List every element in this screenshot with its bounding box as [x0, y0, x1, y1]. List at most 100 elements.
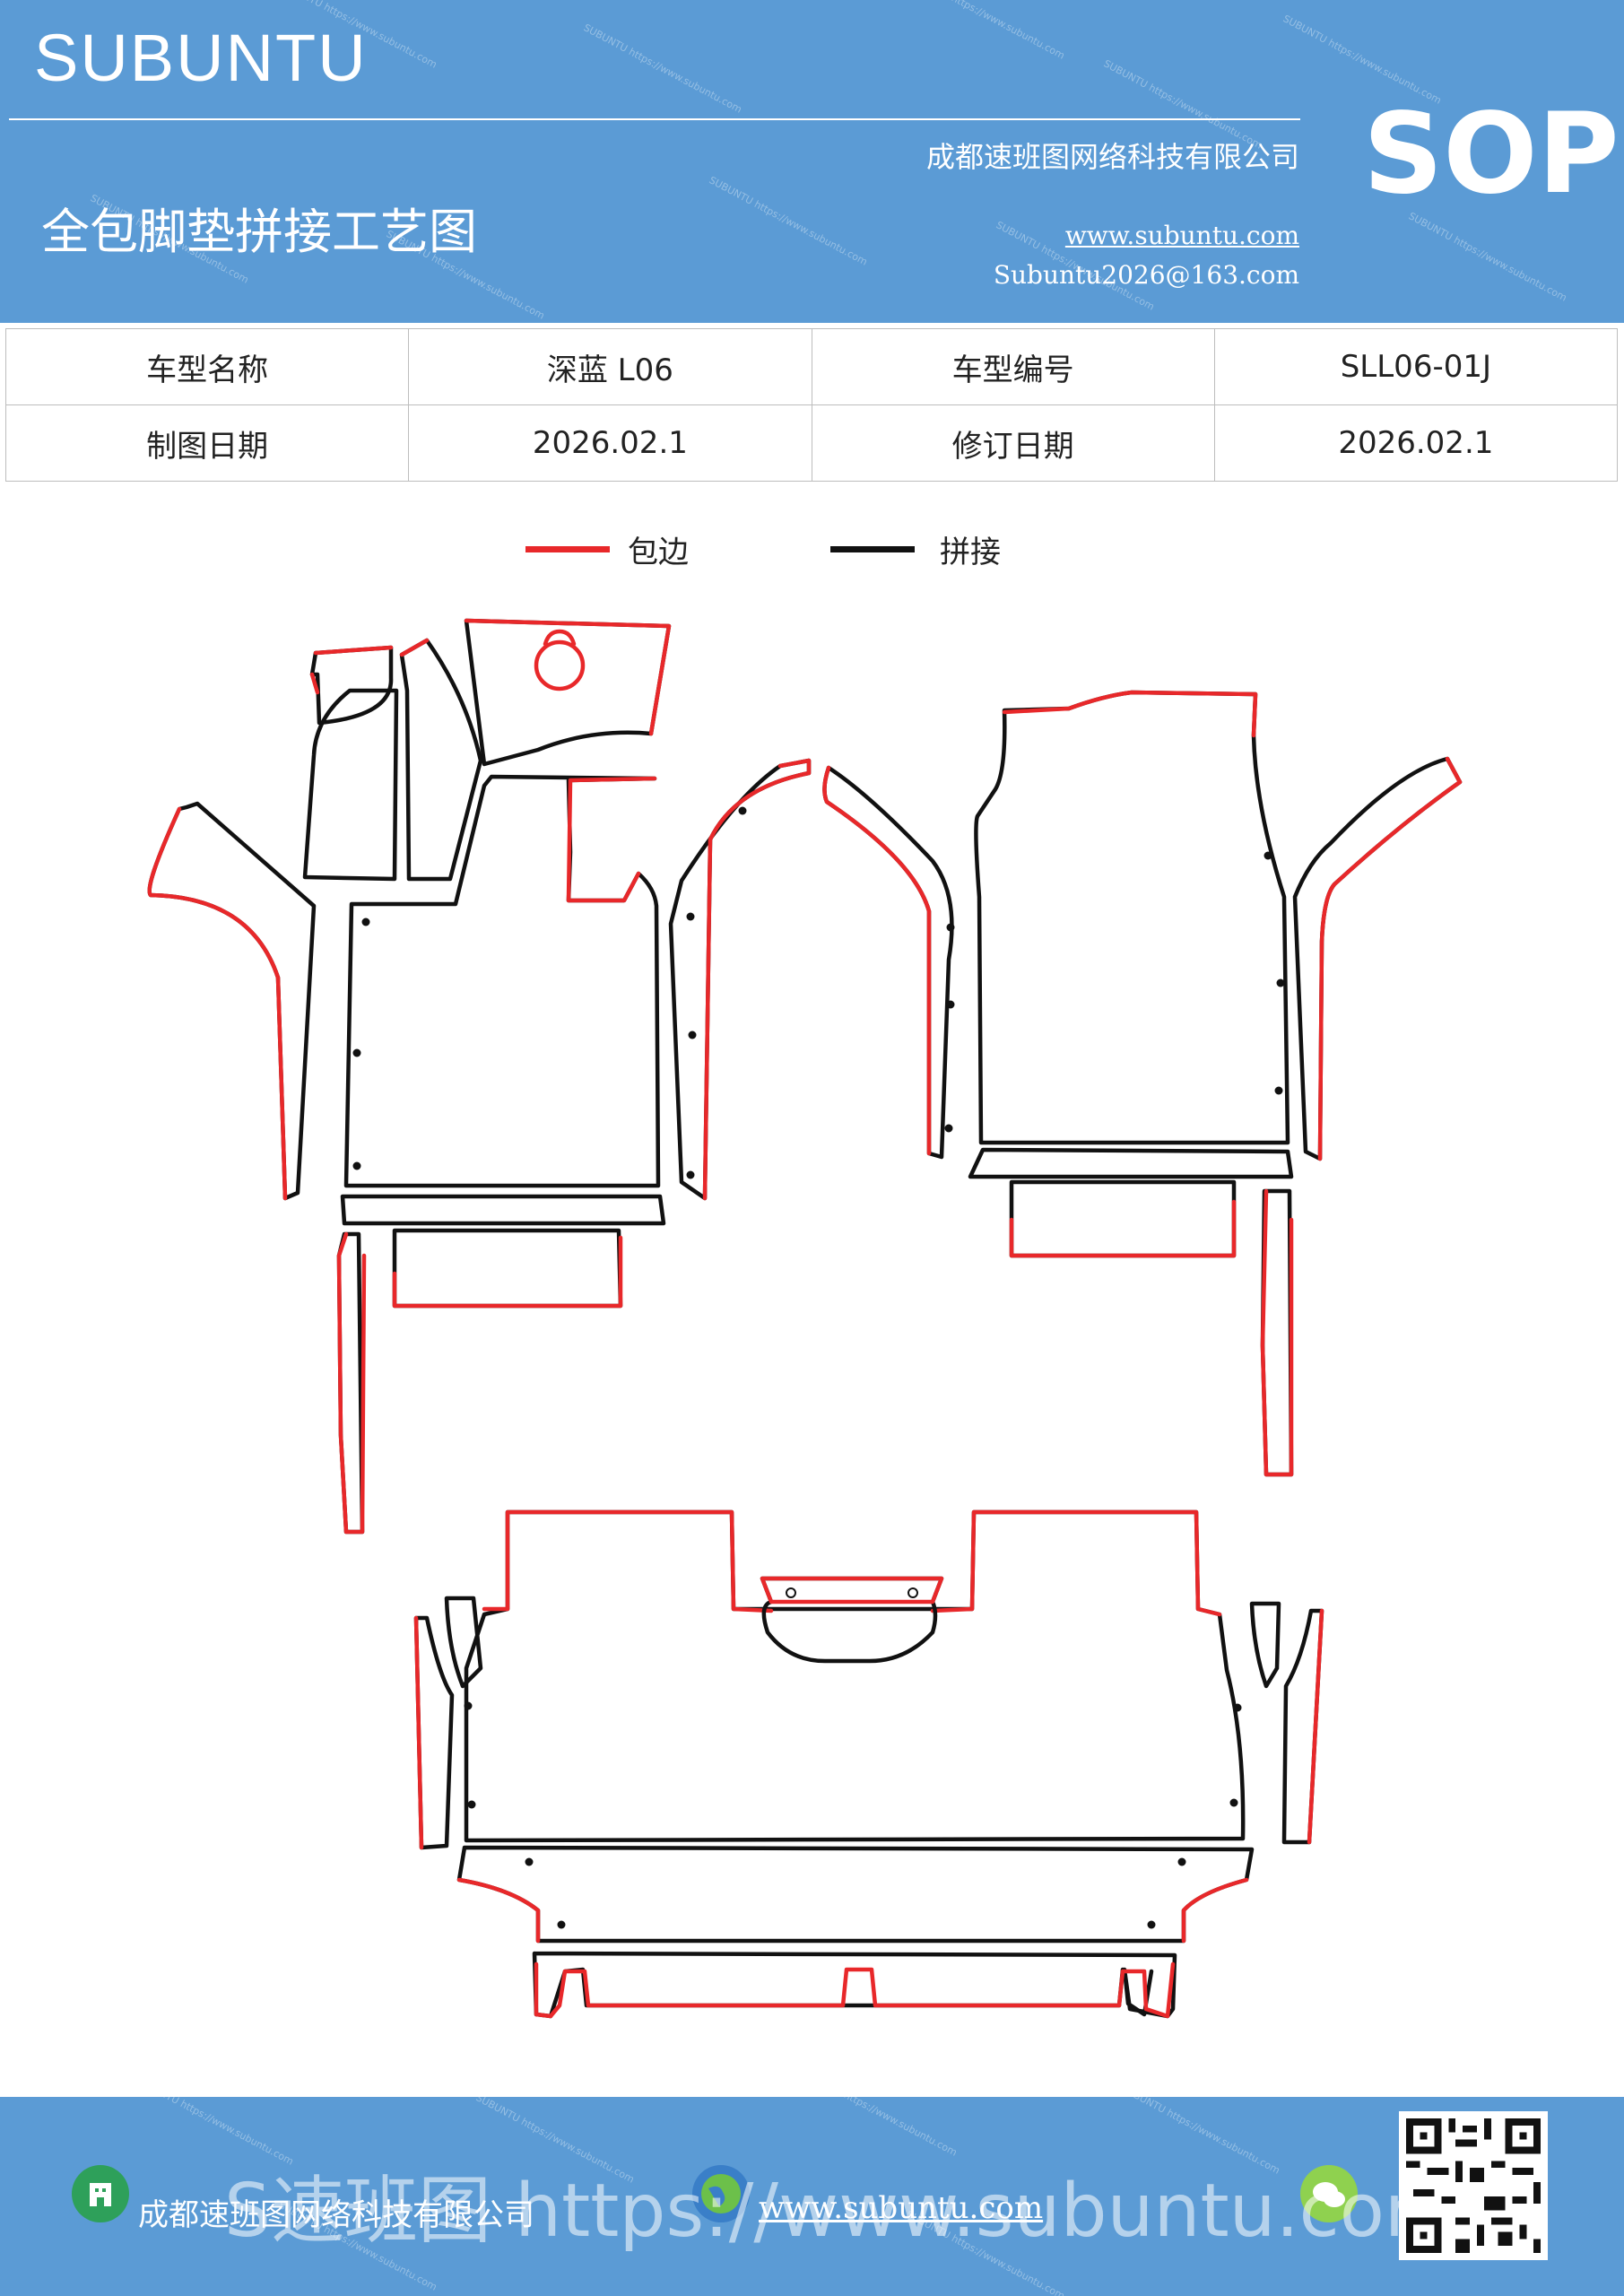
mat-clip-dot [1233, 1703, 1242, 1712]
mat-piece-left-door-strip [822, 765, 954, 1160]
mat-piece-center-hump [760, 1576, 944, 1664]
mat-piece-rear-main [464, 1509, 1246, 1843]
mat-clip-dot [352, 1161, 361, 1170]
mat-clip-dot [946, 923, 955, 932]
table-row: 车型名称 深蓝 L06 车型编号 SLL06-01J [4, 328, 1619, 405]
mat-piece-rear-mid-band [456, 1845, 1255, 1944]
footer-company-name: 成都速班图网络科技有限公司 [138, 2197, 534, 2233]
mat-clip-dot [361, 918, 370, 926]
mat-clip-dot [1177, 1857, 1186, 1866]
mat-clip-dot [1264, 851, 1272, 860]
table-cell: 车型编号 [811, 328, 1215, 405]
mat-edge [482, 1509, 1222, 1617]
mat-clip-dot [946, 1000, 955, 1009]
footer-banner: SUBUNTU https://www.subuntu.com SUBUNTU … [0, 2097, 1624, 2296]
mat-piece-left-strip [147, 801, 317, 1201]
mat-edge [147, 806, 288, 1201]
mat-clip-dot [464, 1701, 473, 1710]
qr-code-icon[interactable] [1399, 2111, 1548, 2260]
mat-edge [336, 1231, 367, 1535]
mat-piece-threshold [968, 1147, 1294, 1179]
mat-clip-dot [738, 806, 747, 815]
mat-piece-pillar-1 [309, 645, 394, 726]
mat-edge [534, 1961, 1176, 2019]
table-cell: 制图日期 [4, 404, 410, 482]
mat-edge [702, 758, 812, 1201]
brand-logo-text: SUBUNTU [34, 21, 368, 95]
mat-edge [413, 1615, 424, 1850]
mat-piece-pillar-3 [399, 638, 483, 882]
globe-icon [692, 2165, 750, 2222]
legend-label: 拼接 [940, 534, 1001, 570]
mat-piece-pillar-2 [302, 688, 399, 882]
mat-edge [1002, 690, 1258, 738]
legend-label: 包边 [628, 534, 689, 570]
mat-clip-dot [467, 1800, 476, 1809]
mat-hole [786, 1587, 796, 1598]
legend-item-seam: 拼接 [830, 524, 1001, 574]
footer-website-link[interactable]: www.subuntu.com [759, 2190, 1044, 2226]
mat-piece-rear-left-strip [413, 1615, 455, 1850]
header-divider [9, 118, 1300, 120]
website-link[interactable]: www.subuntu.com [1064, 221, 1299, 250]
mat-piece-heelpad [1009, 1179, 1237, 1258]
mat-clip-dot [686, 1170, 695, 1179]
mat-edge [309, 645, 394, 695]
mat-clip-dot [557, 1920, 566, 1929]
mat-edge [822, 765, 932, 1156]
wechat-icon [1300, 2165, 1358, 2222]
mat-piece-right-strip [668, 758, 812, 1201]
mat-piece-threshold [340, 1194, 666, 1226]
legend-swatch-red [525, 545, 610, 552]
page-title: 全包脚垫拼接工艺图 [41, 204, 477, 260]
mat-clip-dot [944, 1124, 953, 1133]
mat-edge [1317, 756, 1463, 1161]
mat-piece-passenger-main [974, 690, 1290, 1145]
mat-piece-heelpad [392, 1228, 623, 1309]
driver-mat-group [147, 618, 812, 1535]
vehicle-info-table: 车型名称 深蓝 L06 车型编号 SLL06-01J 制图日期 2026.02.… [4, 328, 1619, 482]
mat-clip-dot [352, 1048, 361, 1057]
mat-edge [1260, 1188, 1294, 1477]
mat-edge [464, 618, 672, 736]
legend-item-edge: 包边 [525, 524, 689, 574]
company-name: 成都速班图网络科技有限公司 [925, 140, 1299, 174]
mat-hole [534, 639, 586, 691]
legend-swatch-black [830, 545, 915, 552]
building-icon [72, 2165, 129, 2222]
mat-edge [566, 776, 657, 903]
mat-edge [392, 1235, 623, 1309]
mat-clip-dot [1274, 1086, 1283, 1095]
mat-piece-rear-left-pillar [444, 1596, 483, 1689]
email-address: Subuntu2026@163.com [993, 260, 1299, 290]
table-cell: 车型名称 [4, 328, 410, 405]
table-row: 制图日期 2026.02.1 修订日期 2026.02.1 [4, 404, 1619, 482]
mat-edge [1009, 1199, 1237, 1258]
passenger-mat-group [822, 690, 1463, 1477]
table-cell: SLL06-01J [1213, 328, 1619, 405]
mat-edge [1307, 1608, 1324, 1845]
mat-clip-dot [686, 912, 695, 921]
mat-clip-dot [1276, 978, 1285, 987]
sop-badge: SOP [1363, 90, 1620, 219]
table-cell: 修订日期 [811, 404, 1215, 482]
header-banner: SUBUNTU https://www.subuntu.com SUBUNTU … [0, 0, 1624, 323]
mat-edge [543, 629, 577, 647]
mat-edge [456, 1877, 1249, 1944]
mat-clip-dot [1147, 1920, 1156, 1929]
table-cell: 2026.02.1 [408, 404, 812, 482]
rear-mat-group [413, 1509, 1324, 2019]
mat-piece-rear-right-pillar [1249, 1601, 1281, 1689]
mat-hole [908, 1587, 918, 1598]
mat-clip-dot [688, 1031, 697, 1039]
mat-clip-dot [1229, 1798, 1238, 1807]
mat-piece-rear-right-strip [1281, 1608, 1324, 1845]
table-cell: 2026.02.1 [1213, 404, 1619, 482]
mat-edge [399, 638, 430, 657]
mat-edge [760, 1576, 944, 1605]
table-cell: 深蓝 L06 [408, 328, 812, 405]
mat-clip-dot [525, 1857, 534, 1866]
watermark-text: SUBUNTU https://www.subuntu.com [796, 2097, 960, 2159]
footer-large-watermark: S速班图 https://www.subuntu.com [224, 2169, 1456, 2254]
